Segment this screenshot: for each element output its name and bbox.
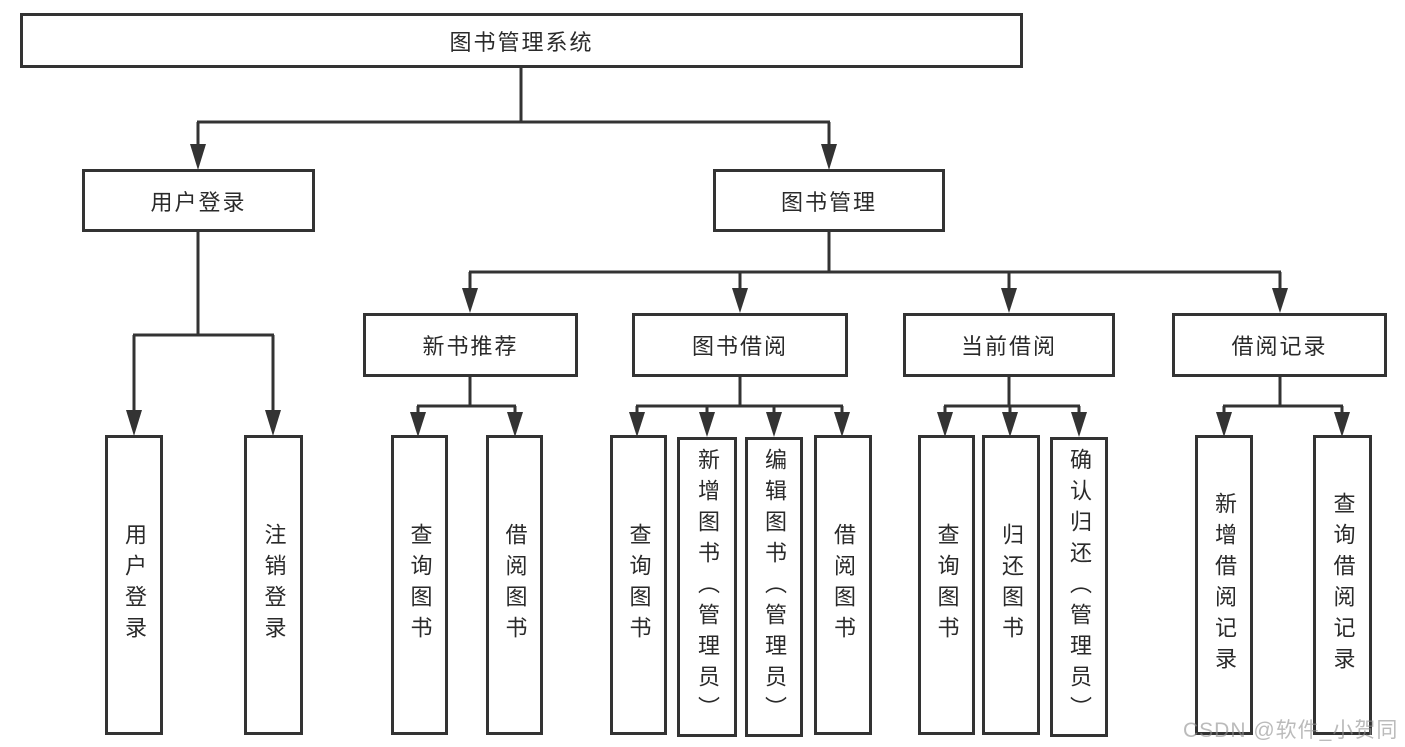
node-borrow-record: 借阅记录 xyxy=(1172,313,1387,377)
leaf-query-borrow-record: 查询借阅记录 xyxy=(1313,435,1372,735)
leaf-return-book: 归还图书 xyxy=(982,435,1040,735)
node-library-management-system: 图书管理系统 xyxy=(20,13,1023,68)
leaf-add-book-admin: 新增图书（管理员） xyxy=(677,437,737,737)
leaf-logout: 注销登录 xyxy=(244,435,303,735)
watermark: CSDN @软件_小贺同学 xyxy=(1183,719,1399,742)
leaf-edit-book-admin: 编辑图书（管理员） xyxy=(745,437,803,737)
node-new-book-recommend: 新书推荐 xyxy=(363,313,578,377)
leaf-query-book-1: 查询图书 xyxy=(391,435,448,735)
leaf-user-login: 用户登录 xyxy=(105,435,163,735)
leaf-query-book-3: 查询图书 xyxy=(918,435,975,735)
leaf-query-book-2: 查询图书 xyxy=(610,435,667,735)
leaf-add-borrow-record: 新增借阅记录 xyxy=(1195,435,1253,735)
node-book-borrow: 图书借阅 xyxy=(632,313,848,377)
leaf-borrow-book-2: 借阅图书 xyxy=(814,435,872,735)
leaf-borrow-book-1: 借阅图书 xyxy=(486,435,543,735)
leaf-confirm-return-admin: 确认归还（管理员） xyxy=(1050,437,1108,737)
node-current-borrow: 当前借阅 xyxy=(903,313,1115,377)
node-book-management: 图书管理 xyxy=(713,169,945,232)
node-user-login: 用户登录 xyxy=(82,169,315,232)
